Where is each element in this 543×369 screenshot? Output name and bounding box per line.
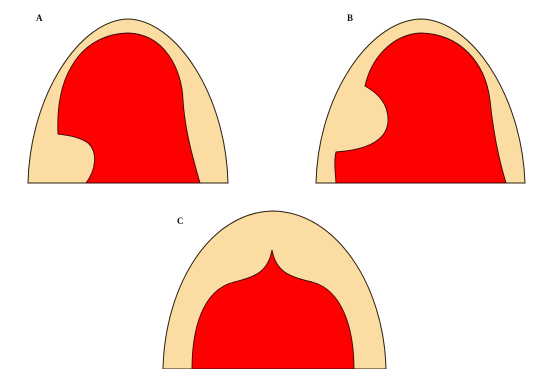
- panel-b: B: [316, 13, 525, 183]
- panel-b-label: B: [347, 13, 353, 23]
- panel-a-label: A: [36, 13, 43, 23]
- panel-a: A: [28, 13, 228, 183]
- panel-c: C: [163, 211, 386, 369]
- panel-c-label: C: [177, 216, 184, 226]
